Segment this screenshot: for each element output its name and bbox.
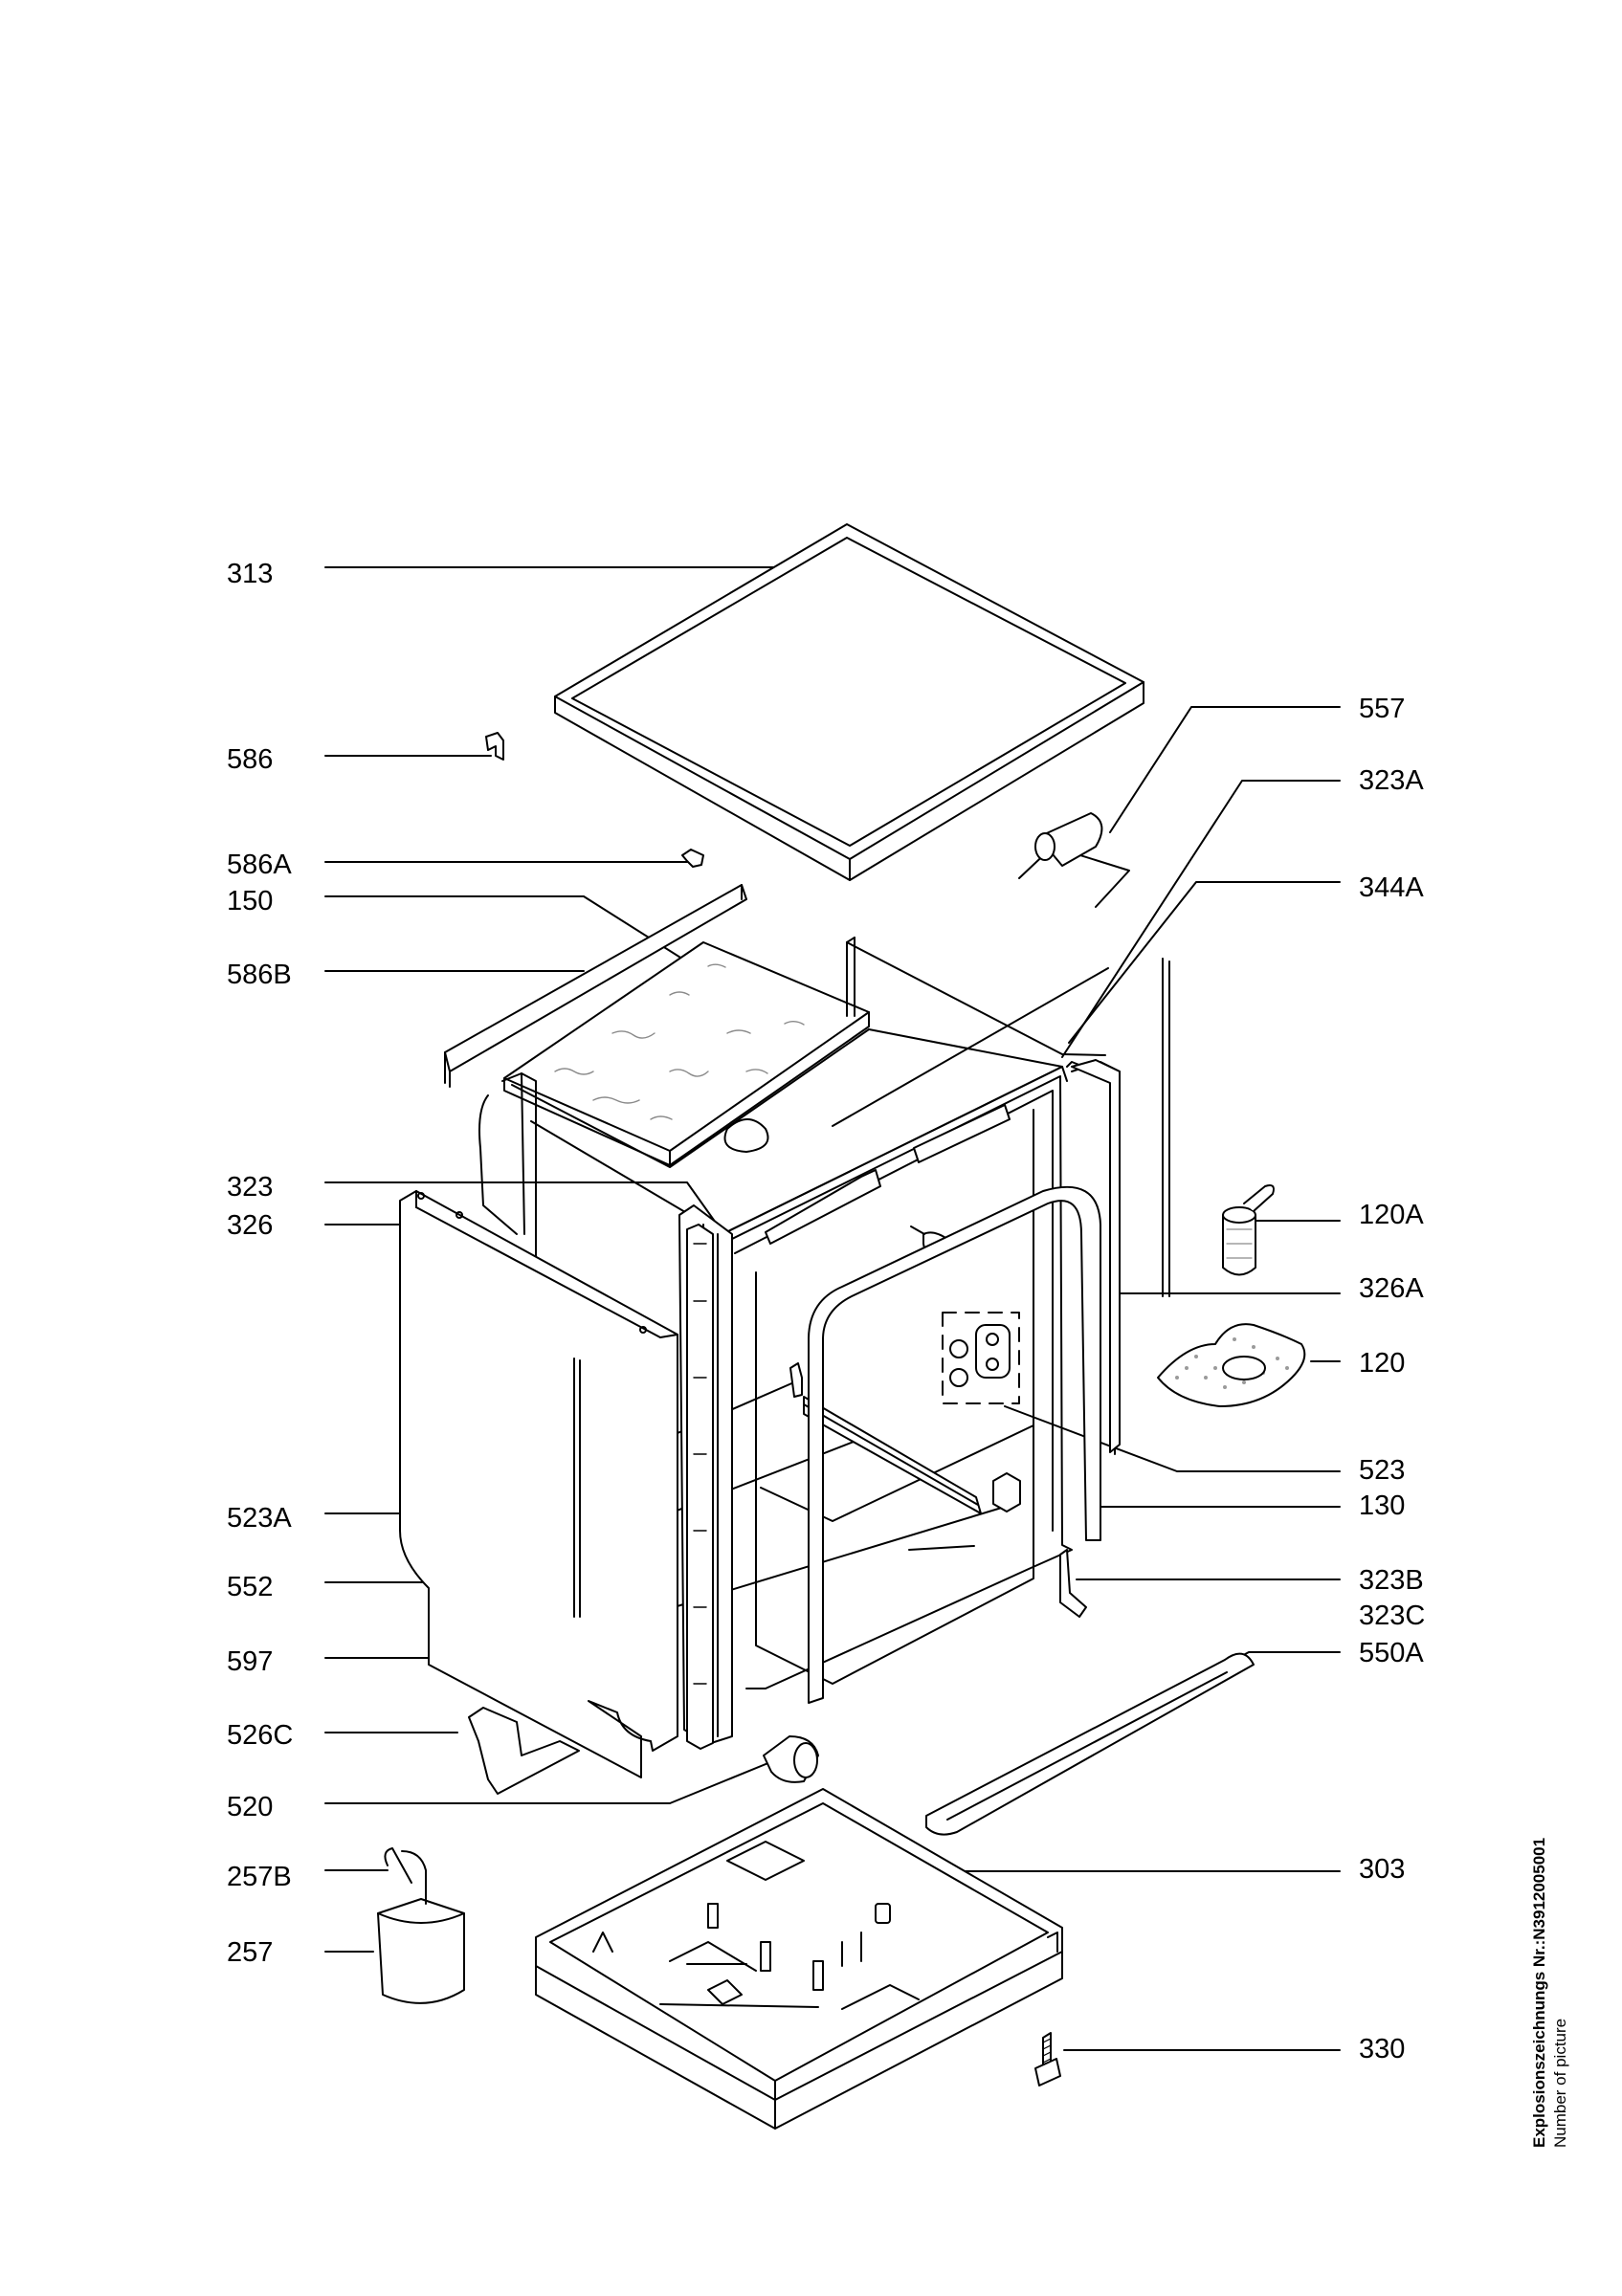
base-tray-303 [535,1788,1063,2130]
label-326A: 326A [1359,1273,1424,1304]
picture-caption: Number of picture [1551,2018,1569,2148]
leader-323 [324,1181,733,1247]
label-586A: 586A [227,850,292,880]
bracket-323B [1059,1549,1087,1618]
door-seal-130 [808,1185,1101,1704]
bracket-526C [468,1707,580,1795]
label-323B: 323B [1359,1565,1424,1596]
label-586B: 586B [227,960,292,990]
label-550A: 550A [1359,1638,1424,1668]
label-257B: 257B [227,1862,292,1892]
label-330: 330 [1359,2034,1406,2064]
label-520: 520 [227,1792,274,1822]
label-326: 326 [227,1210,274,1241]
label-323A: 323A [1359,765,1424,796]
leader-520 [324,1759,776,1804]
leader-344A [1068,881,1341,1044]
label-303: 303 [1359,1854,1406,1885]
picture-id: Explosionszeichnungs Nr.:N3912005001 [1530,1837,1548,2148]
rail-550A [925,1652,1255,1836]
label-344A: 344A [1359,872,1424,903]
label-130: 130 [1359,1490,1406,1521]
rail-586B [444,884,747,1088]
handle-257B [384,1847,427,1905]
leader-557 [1109,706,1341,833]
label-150: 150 [227,886,274,916]
label-313: 313 [227,559,274,589]
clip-586 [485,732,504,761]
container-257 [377,1898,465,2004]
label-120A: 120A [1359,1200,1424,1230]
worktop-313 [554,523,1144,881]
label-257: 257 [227,1937,274,1968]
leader-323A [1061,780,1341,1058]
label-323: 323 [227,1172,274,1203]
label-523A: 523A [227,1503,292,1534]
foot-screw-330 [1034,2032,1061,2086]
column-323 [686,1224,714,1750]
label-557: 557 [1359,694,1406,724]
label-586: 586 [227,744,274,775]
clip-586A [681,849,704,868]
filter-120A [1222,1184,1275,1276]
insulation-roll-557 [1018,812,1130,908]
label-323C: 323C [1359,1601,1426,1631]
side-panel-326A [1071,958,1170,1453]
leader-523 [1004,1405,1341,1472]
label-526C: 526C [227,1720,294,1751]
insulation-board-150 [503,941,870,1166]
label-552: 552 [227,1572,274,1602]
label-523: 523 [1359,1455,1406,1486]
inlet-fitting-523 [942,1312,1020,1404]
label-120: 120 [1359,1348,1406,1379]
filter-plate-120 [1157,1323,1306,1407]
side-panel-326 [399,1190,678,1778]
part-520 [763,1735,819,1783]
picture-number-block: Explosionszeichnungs Nr.:N3912005001 Num… [1529,1746,1587,2148]
label-597: 597 [227,1646,274,1677]
